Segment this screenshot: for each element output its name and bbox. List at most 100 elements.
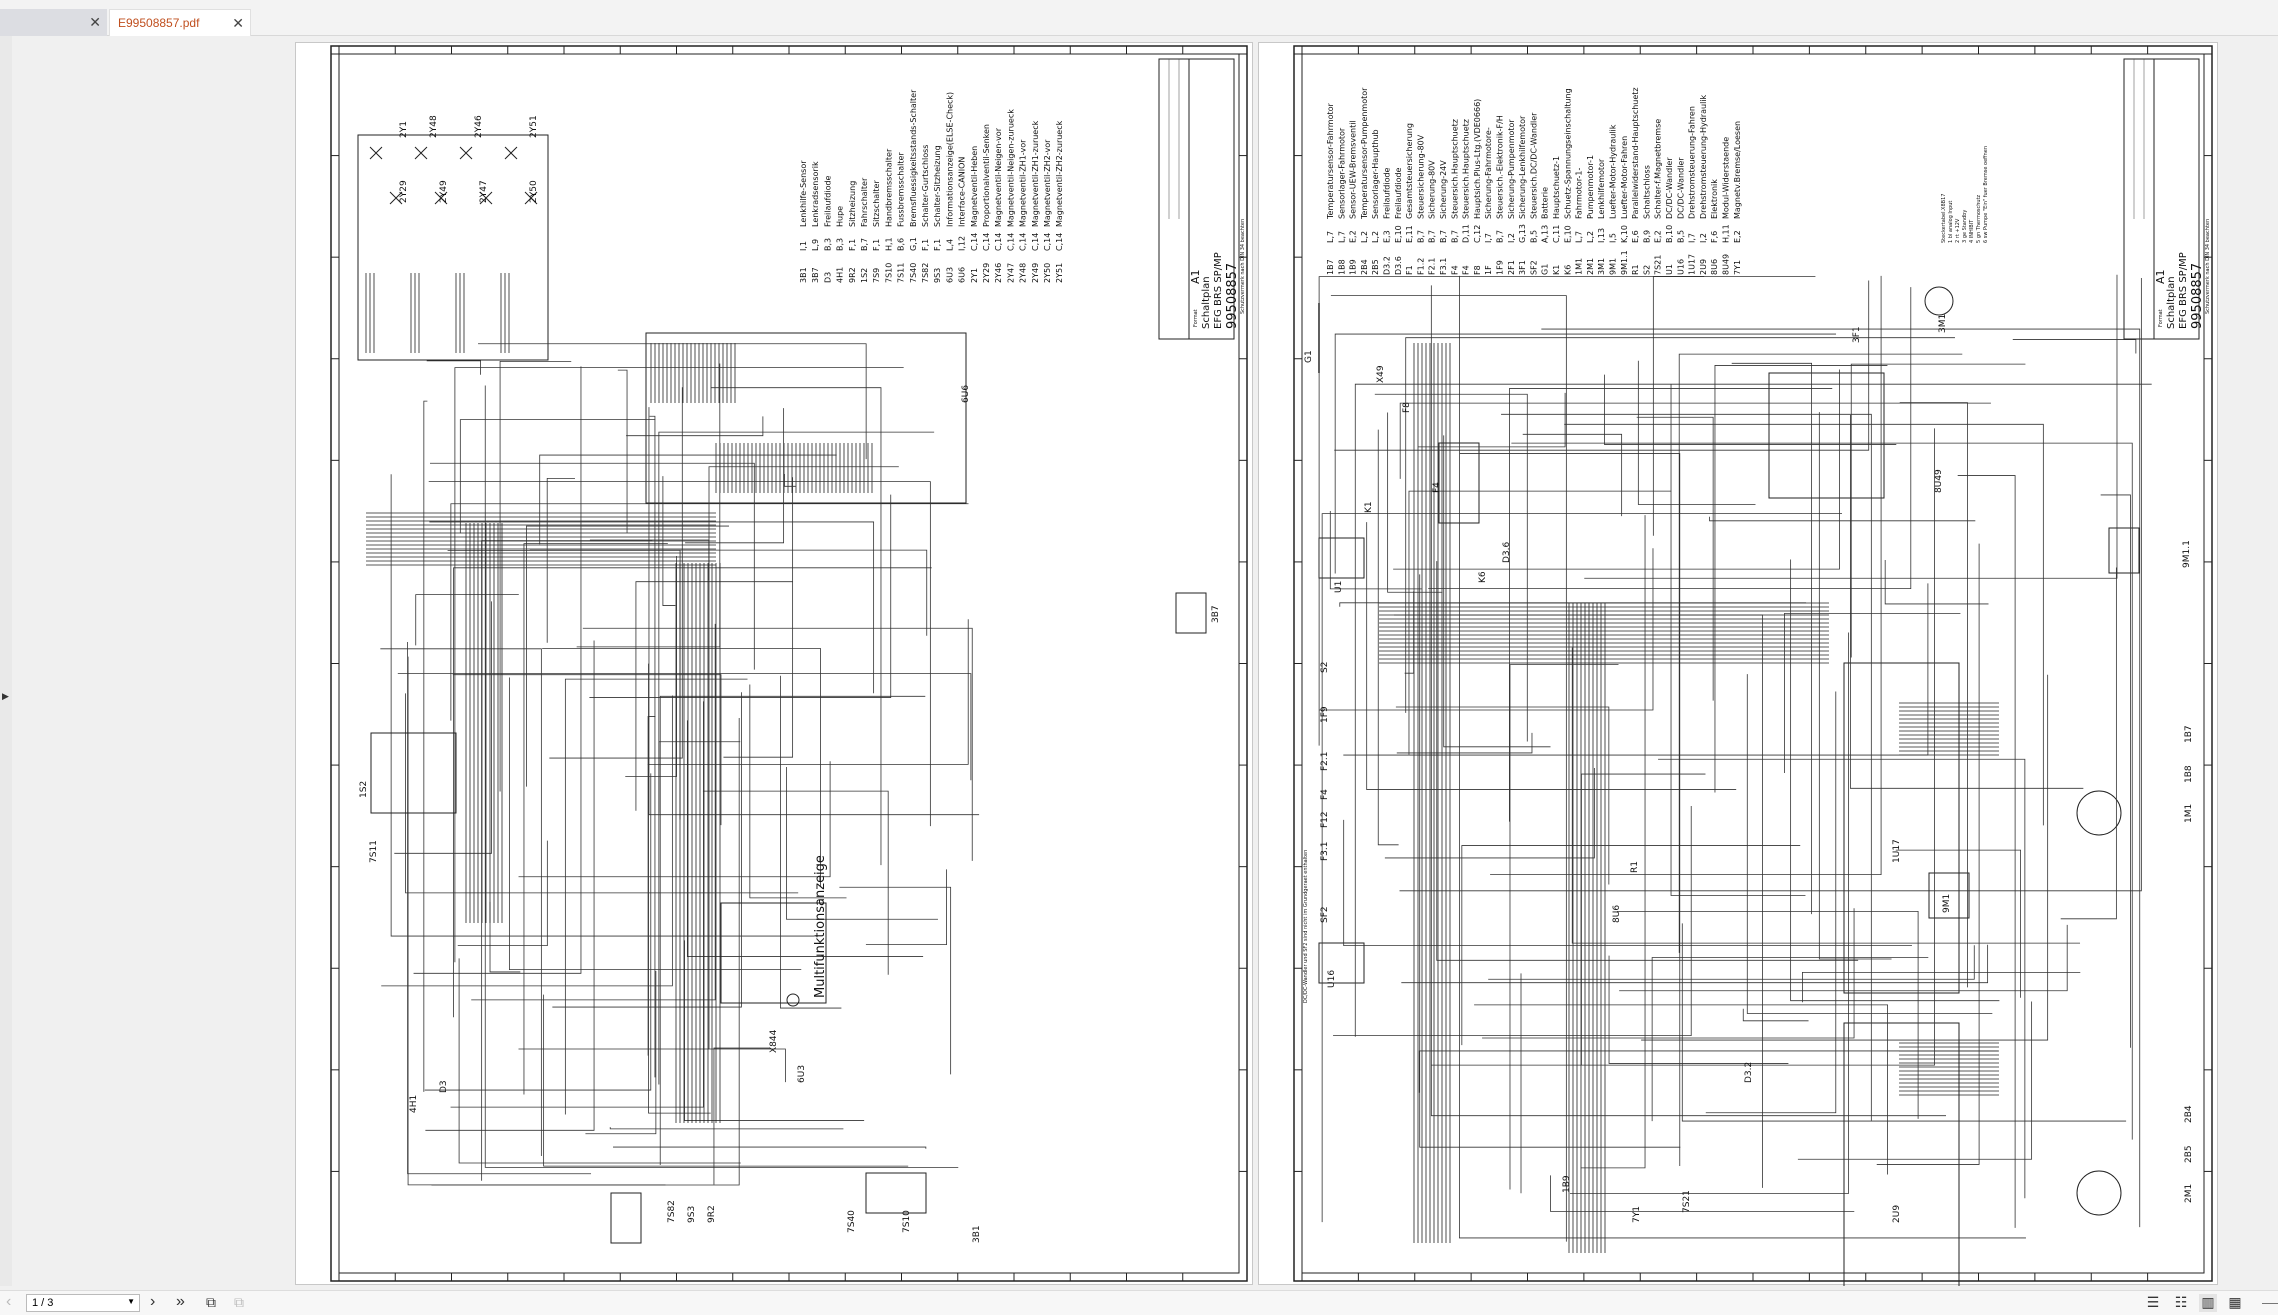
wire: [865, 869, 947, 946]
legend-code: 1B7: [1326, 259, 1335, 275]
legend-description: Sicherung-80V: [1428, 160, 1437, 219]
zoom-slider[interactable]: [2262, 1303, 2278, 1304]
drawing-subtitle: EFG BRS SP/MP: [1213, 252, 1224, 329]
wire: [1319, 548, 1654, 711]
component-label: S2: [1320, 662, 1330, 673]
dcdc-note: DC/DC-Wandler und SF2 sind nicht im Grun…: [1303, 850, 1309, 1003]
rotate-page-icon[interactable]: ⧉: [206, 1294, 216, 1310]
wire: [426, 360, 481, 375]
last-page-button[interactable]: »: [176, 1293, 185, 1310]
component-label: 7S40: [847, 1210, 857, 1233]
expand-sidebar-icon[interactable]: ▶: [2, 691, 9, 701]
wire: [839, 886, 952, 1075]
legend-location: C,14: [994, 233, 1003, 251]
component-label: 7S21: [1682, 1190, 1692, 1213]
tab-active-pdf[interactable]: E99508857.pdf ✕: [109, 9, 251, 36]
legend-code: F4: [1462, 265, 1471, 275]
extract-page-icon[interactable]: ⧉: [234, 1294, 244, 1310]
wire: [1318, 276, 1705, 746]
legend-description: Sensor-UEW-Bremsventil: [1349, 120, 1358, 219]
component-label: 3B7: [1211, 605, 1221, 623]
fahrschalter-block: [370, 732, 457, 814]
legend-code: 1B8: [1337, 259, 1346, 275]
plug-note: 1 bl analog Input: [1948, 201, 1954, 243]
legend-location: C,14: [1043, 233, 1052, 251]
component-label: 9M1: [1942, 894, 1952, 913]
legend-location: B,7: [1428, 230, 1437, 243]
legend-location: C,14: [982, 233, 991, 251]
wire: [659, 695, 926, 1166]
legend-description: Sensorlager-Haupthub: [1371, 129, 1380, 219]
component-label: 2U9: [1892, 1205, 1902, 1223]
wire: [459, 419, 656, 534]
wire: [1709, 516, 1976, 522]
plug-note: 3 ge Standby: [1962, 210, 1968, 243]
legend-location: H,1: [884, 237, 893, 251]
legend-location: H,11: [1722, 224, 1731, 243]
two-page-continuous-icon[interactable]: ▦: [2228, 1294, 2242, 1310]
legend-location: B,5: [1529, 230, 1538, 243]
close-icon[interactable]: ✕: [232, 15, 244, 31]
format-label: Format: [2158, 309, 2164, 327]
wire: [546, 478, 575, 643]
title-block: [1158, 58, 1235, 340]
legend-description: Magnetventil-ZH2-vor: [1043, 139, 1052, 227]
wire: [381, 695, 673, 987]
legend-code: 6U3: [945, 267, 954, 283]
plug-note: Steckertabel.X8B17: [1941, 194, 1947, 243]
legend-code: D3.6: [1394, 256, 1403, 275]
legend-location: D,11: [1462, 224, 1471, 243]
legend-code: 7S9: [872, 268, 881, 283]
wire: [1670, 384, 1806, 896]
next-page-button[interactable]: ›: [150, 1293, 156, 1310]
continuous-view-icon[interactable]: ☷: [2174, 1294, 2188, 1310]
plug-note: 6 sw Pumpe "Ein" fuer Bremse oeffnen: [1983, 146, 1989, 243]
wire: [1619, 924, 2068, 992]
legend-description: Temperatursensor-Fahrmotor: [1326, 102, 1335, 220]
wire: [1651, 957, 1929, 1122]
wire: [481, 540, 653, 1181]
drawing-number: 99508857: [2190, 263, 2205, 329]
wire: [407, 642, 592, 1175]
controller-2U9: [1843, 1022, 1960, 1315]
component-label: 3M1: [1938, 314, 1948, 333]
sidebar-collapsed[interactable]: ▶: [0, 36, 12, 1286]
component-label: F12: [1320, 811, 1330, 828]
legend-description: Gesamtsteuersicherung: [1405, 123, 1414, 219]
wire: [1584, 274, 2118, 579]
legend-location: L,4: [945, 239, 954, 251]
page-selector[interactable]: 1 / 3▼: [26, 1294, 140, 1312]
page-number: 1 / 3: [32, 1297, 54, 1309]
legend-code: 8U49: [1722, 254, 1731, 275]
legend-code: D3: [823, 272, 832, 283]
wire: [489, 901, 521, 973]
legend-description: DC/DC-Wandler: [1676, 157, 1685, 219]
legend-code: 1M1: [1575, 258, 1584, 275]
legend-code: 3B7: [811, 267, 820, 283]
legend-location: B,3: [836, 238, 845, 251]
tab-bar: ✕ E99508857.pdf ✕: [0, 0, 2278, 36]
legend-description: Freilaufdiode: [1383, 167, 1392, 219]
legend-code: 7S40: [909, 263, 918, 283]
component-label: 6U6: [961, 385, 971, 403]
wire: [723, 477, 794, 758]
legend-code: 8U6: [1710, 259, 1719, 275]
wire: [617, 369, 628, 533]
legend-location: I,2: [1507, 233, 1516, 243]
close-icon[interactable]: ✕: [89, 14, 101, 30]
legend-code: 2Y46: [994, 263, 1003, 283]
wire: [1784, 613, 1961, 774]
component-label: 2Y48: [429, 115, 439, 138]
component-label: 2Y29: [399, 180, 409, 203]
wire: [1431, 428, 1935, 1066]
wire: [425, 640, 595, 1131]
tab-other-document[interactable]: ✕: [0, 9, 107, 36]
motor-1M1-icon: [2076, 790, 2122, 836]
drawing-subtitle: EFG BRS SP/MP: [2178, 252, 2189, 329]
drawing-frame: [1301, 53, 2205, 1274]
two-page-view-icon[interactable]: ▥: [2199, 1294, 2217, 1312]
prev-page-button[interactable]: ‹: [6, 1293, 12, 1310]
single-page-view-icon[interactable]: ☰: [2146, 1294, 2160, 1310]
legend-description: Magnetventil-ZH1-vor: [1019, 139, 1028, 227]
resistor-module-8U49: [1768, 372, 1885, 499]
